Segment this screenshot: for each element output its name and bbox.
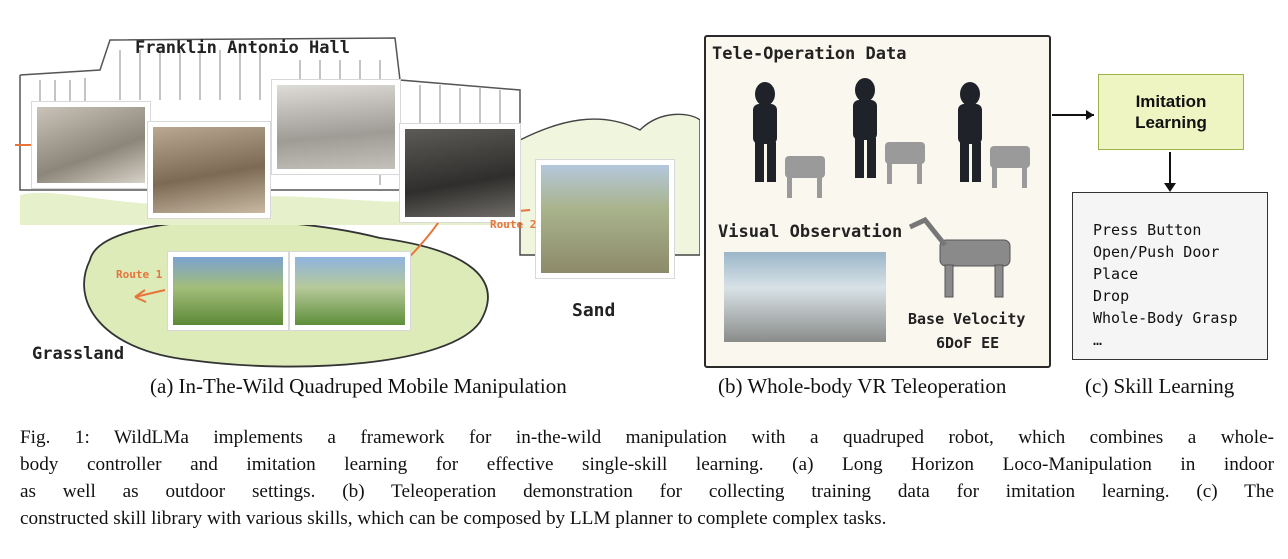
- skill-item: …: [1093, 331, 1103, 349]
- route2-label: Route 2: [490, 218, 537, 231]
- imitation-line1: Imitation: [1135, 91, 1207, 111]
- photo-indoor-1: [32, 102, 150, 188]
- teleop-data-label: Tele-Operation Data: [712, 44, 907, 64]
- flow-arrows: [1052, 110, 1176, 192]
- imitation-line2: Learning: [1135, 113, 1207, 132]
- sand-label: Sand: [572, 300, 616, 321]
- teleop-operators: [753, 78, 1030, 198]
- skill-library-box: Press Button Open/Push Door Place Drop W…: [1072, 192, 1268, 360]
- caption-c: (c) Skill Learning: [1085, 374, 1235, 398]
- route1-label: Route 1: [116, 268, 163, 281]
- skill-item: Drop: [1093, 287, 1130, 305]
- caption-line: as well as outdoor settings. (b) Teleope…: [20, 481, 1274, 502]
- imitation-learning-box: Imitation Learning: [1098, 74, 1244, 150]
- caption-line: body controller and imitation learning f…: [20, 454, 1274, 475]
- caption-line: Fig. 1: WildLMa implements a framework f…: [20, 427, 1274, 448]
- visual-observation-label: Visual Observation: [718, 222, 903, 242]
- ee-label: 6DoF EE: [936, 334, 1000, 352]
- base-velocity-label: Base Velocity: [908, 310, 1026, 328]
- robot-arm-sketch: [908, 216, 1011, 298]
- observation-photo: [724, 252, 886, 342]
- photo-door: [400, 124, 520, 222]
- photo-grass-2: [290, 252, 410, 330]
- skill-item: Open/Push Door: [1093, 243, 1220, 261]
- hedge-sketch: [20, 190, 520, 225]
- photo-indoor-3: [272, 80, 400, 174]
- figure-caption: Fig. 1: WildLMa implements a framework f…: [20, 424, 1274, 532]
- building-label: Franklin Antonio Hall: [135, 38, 350, 58]
- caption-line: constructed skill library with various s…: [20, 508, 887, 529]
- photo-grass-1: [168, 252, 288, 330]
- skill-item: Press Button: [1093, 221, 1202, 239]
- grassland-label: Grassland: [32, 344, 125, 364]
- caption-a: (a) In-The-Wild Quadruped Mobile Manipul…: [150, 374, 567, 398]
- photo-sand: [536, 160, 674, 278]
- route1-arrowhead: [134, 289, 147, 303]
- photo-indoor-2: [148, 122, 270, 218]
- skill-item: Whole-Body Grasp: [1093, 309, 1238, 327]
- skill-item: Place: [1093, 265, 1139, 283]
- caption-b: (b) Whole-body VR Teleoperation: [718, 374, 1007, 398]
